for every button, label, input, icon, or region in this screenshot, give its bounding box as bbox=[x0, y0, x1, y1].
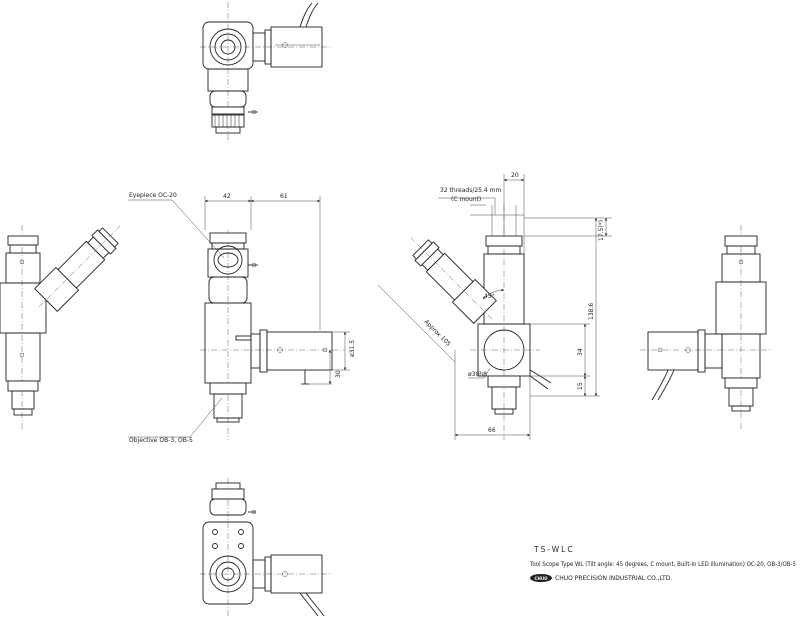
company-name: CHUO PRECISION INDUSTRIAL CO.,LTD. bbox=[555, 575, 672, 582]
left-view bbox=[0, 225, 121, 430]
dim-17-5: 17.5(*) bbox=[598, 220, 605, 241]
bottom-view bbox=[200, 478, 330, 618]
product-description: Tool Scope Type WL (Tilt angle: 45 degre… bbox=[529, 561, 796, 568]
svg-text:CHUO: CHUO bbox=[535, 576, 549, 581]
model-number: TS-WLC bbox=[533, 545, 575, 554]
bore-label: ø30h8 bbox=[468, 371, 487, 378]
objective-label: Objective OB-3, OB-5 bbox=[129, 437, 193, 444]
top-view bbox=[200, 2, 330, 145]
threads-label: 32 threads/25.4 mm bbox=[440, 187, 501, 194]
angle-label: 45° bbox=[484, 293, 495, 300]
dim-138-6: 138.6 bbox=[588, 303, 595, 320]
approx-label: Approx 105 bbox=[423, 318, 452, 347]
right-view bbox=[640, 225, 770, 430]
title-block: TS-WLC Tool Scope Type WL (Tilt angle: 4… bbox=[529, 545, 796, 582]
dim-30: 30 bbox=[335, 370, 342, 378]
cmount-label: (C mount) bbox=[451, 196, 481, 203]
dim-20: 20 bbox=[511, 172, 519, 179]
dim-61: 61 bbox=[280, 193, 288, 200]
dim-42: 42 bbox=[223, 193, 231, 200]
side-view bbox=[377, 174, 612, 440]
dim-31-5: ø31.5 bbox=[349, 340, 356, 357]
eyepiece-label: Eyepiece OC-20 bbox=[129, 192, 177, 199]
dim-34: 34 bbox=[577, 348, 584, 356]
company-logo: CHUO bbox=[530, 574, 552, 582]
dim-15: 15 bbox=[577, 382, 584, 390]
front-view bbox=[128, 196, 350, 440]
dim-66: 66 bbox=[488, 427, 496, 434]
